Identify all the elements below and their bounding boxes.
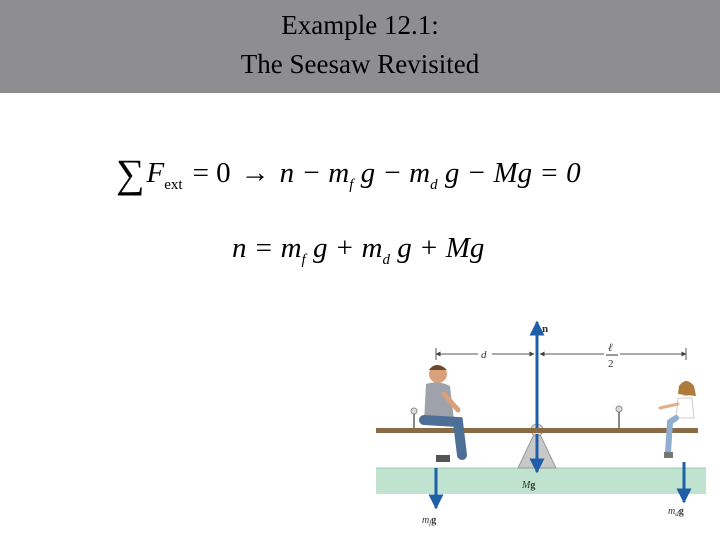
- eq1-term-g2: g − Mg = 0: [437, 157, 581, 189]
- label-Mg: Mg: [521, 480, 535, 491]
- daughter-figure: [658, 381, 696, 458]
- eq2-sub-d: d: [382, 252, 390, 268]
- eq1-lhs: n − m: [279, 157, 350, 189]
- eq1-equals-zero: = 0: [192, 157, 231, 189]
- label-d: d: [481, 349, 487, 361]
- eq1-arrow: →: [240, 157, 270, 189]
- eq1-ext-subscript: ext: [164, 177, 183, 193]
- slide-title-line-2: The Seesaw Revisited: [240, 49, 480, 79]
- left-handle: [410, 407, 418, 428]
- eq1-term-g1: g − m: [353, 157, 431, 189]
- equation-normal-force: n = mf g + md g + Mg: [232, 232, 484, 269]
- label-mdg: mdg: [668, 506, 684, 518]
- slide-title-line-1: Example 12.1:: [281, 10, 439, 40]
- seesaw-board: [376, 428, 698, 433]
- eq2-lhs: n = m: [232, 232, 302, 264]
- title-bar: Example 12.1: The Seesaw Revisited: [0, 0, 720, 93]
- ground: [376, 468, 706, 494]
- label-mfg: mfg: [422, 515, 436, 527]
- label-two: 2: [608, 358, 614, 370]
- eq1-F: F: [146, 157, 165, 189]
- sigma-symbol: ∑: [116, 151, 145, 196]
- father-figure: [419, 365, 467, 462]
- equation-force-sum: ∑Fext = 0 → n − mf g − md g − Mg = 0: [116, 150, 581, 197]
- eq1-sub-d: d: [430, 177, 438, 193]
- eq2-sub-f: f: [301, 252, 306, 268]
- label-ell: ℓ: [608, 342, 613, 354]
- eq2-term-g1: g + m: [305, 232, 383, 264]
- seesaw-figure: d ℓ 2 n Mg mfg mdg: [376, 320, 706, 527]
- right-handle: [615, 405, 623, 428]
- eq2-term-g2: g + Mg: [389, 232, 485, 264]
- eq1-sub-f: f: [349, 177, 354, 193]
- label-n: n: [542, 323, 548, 335]
